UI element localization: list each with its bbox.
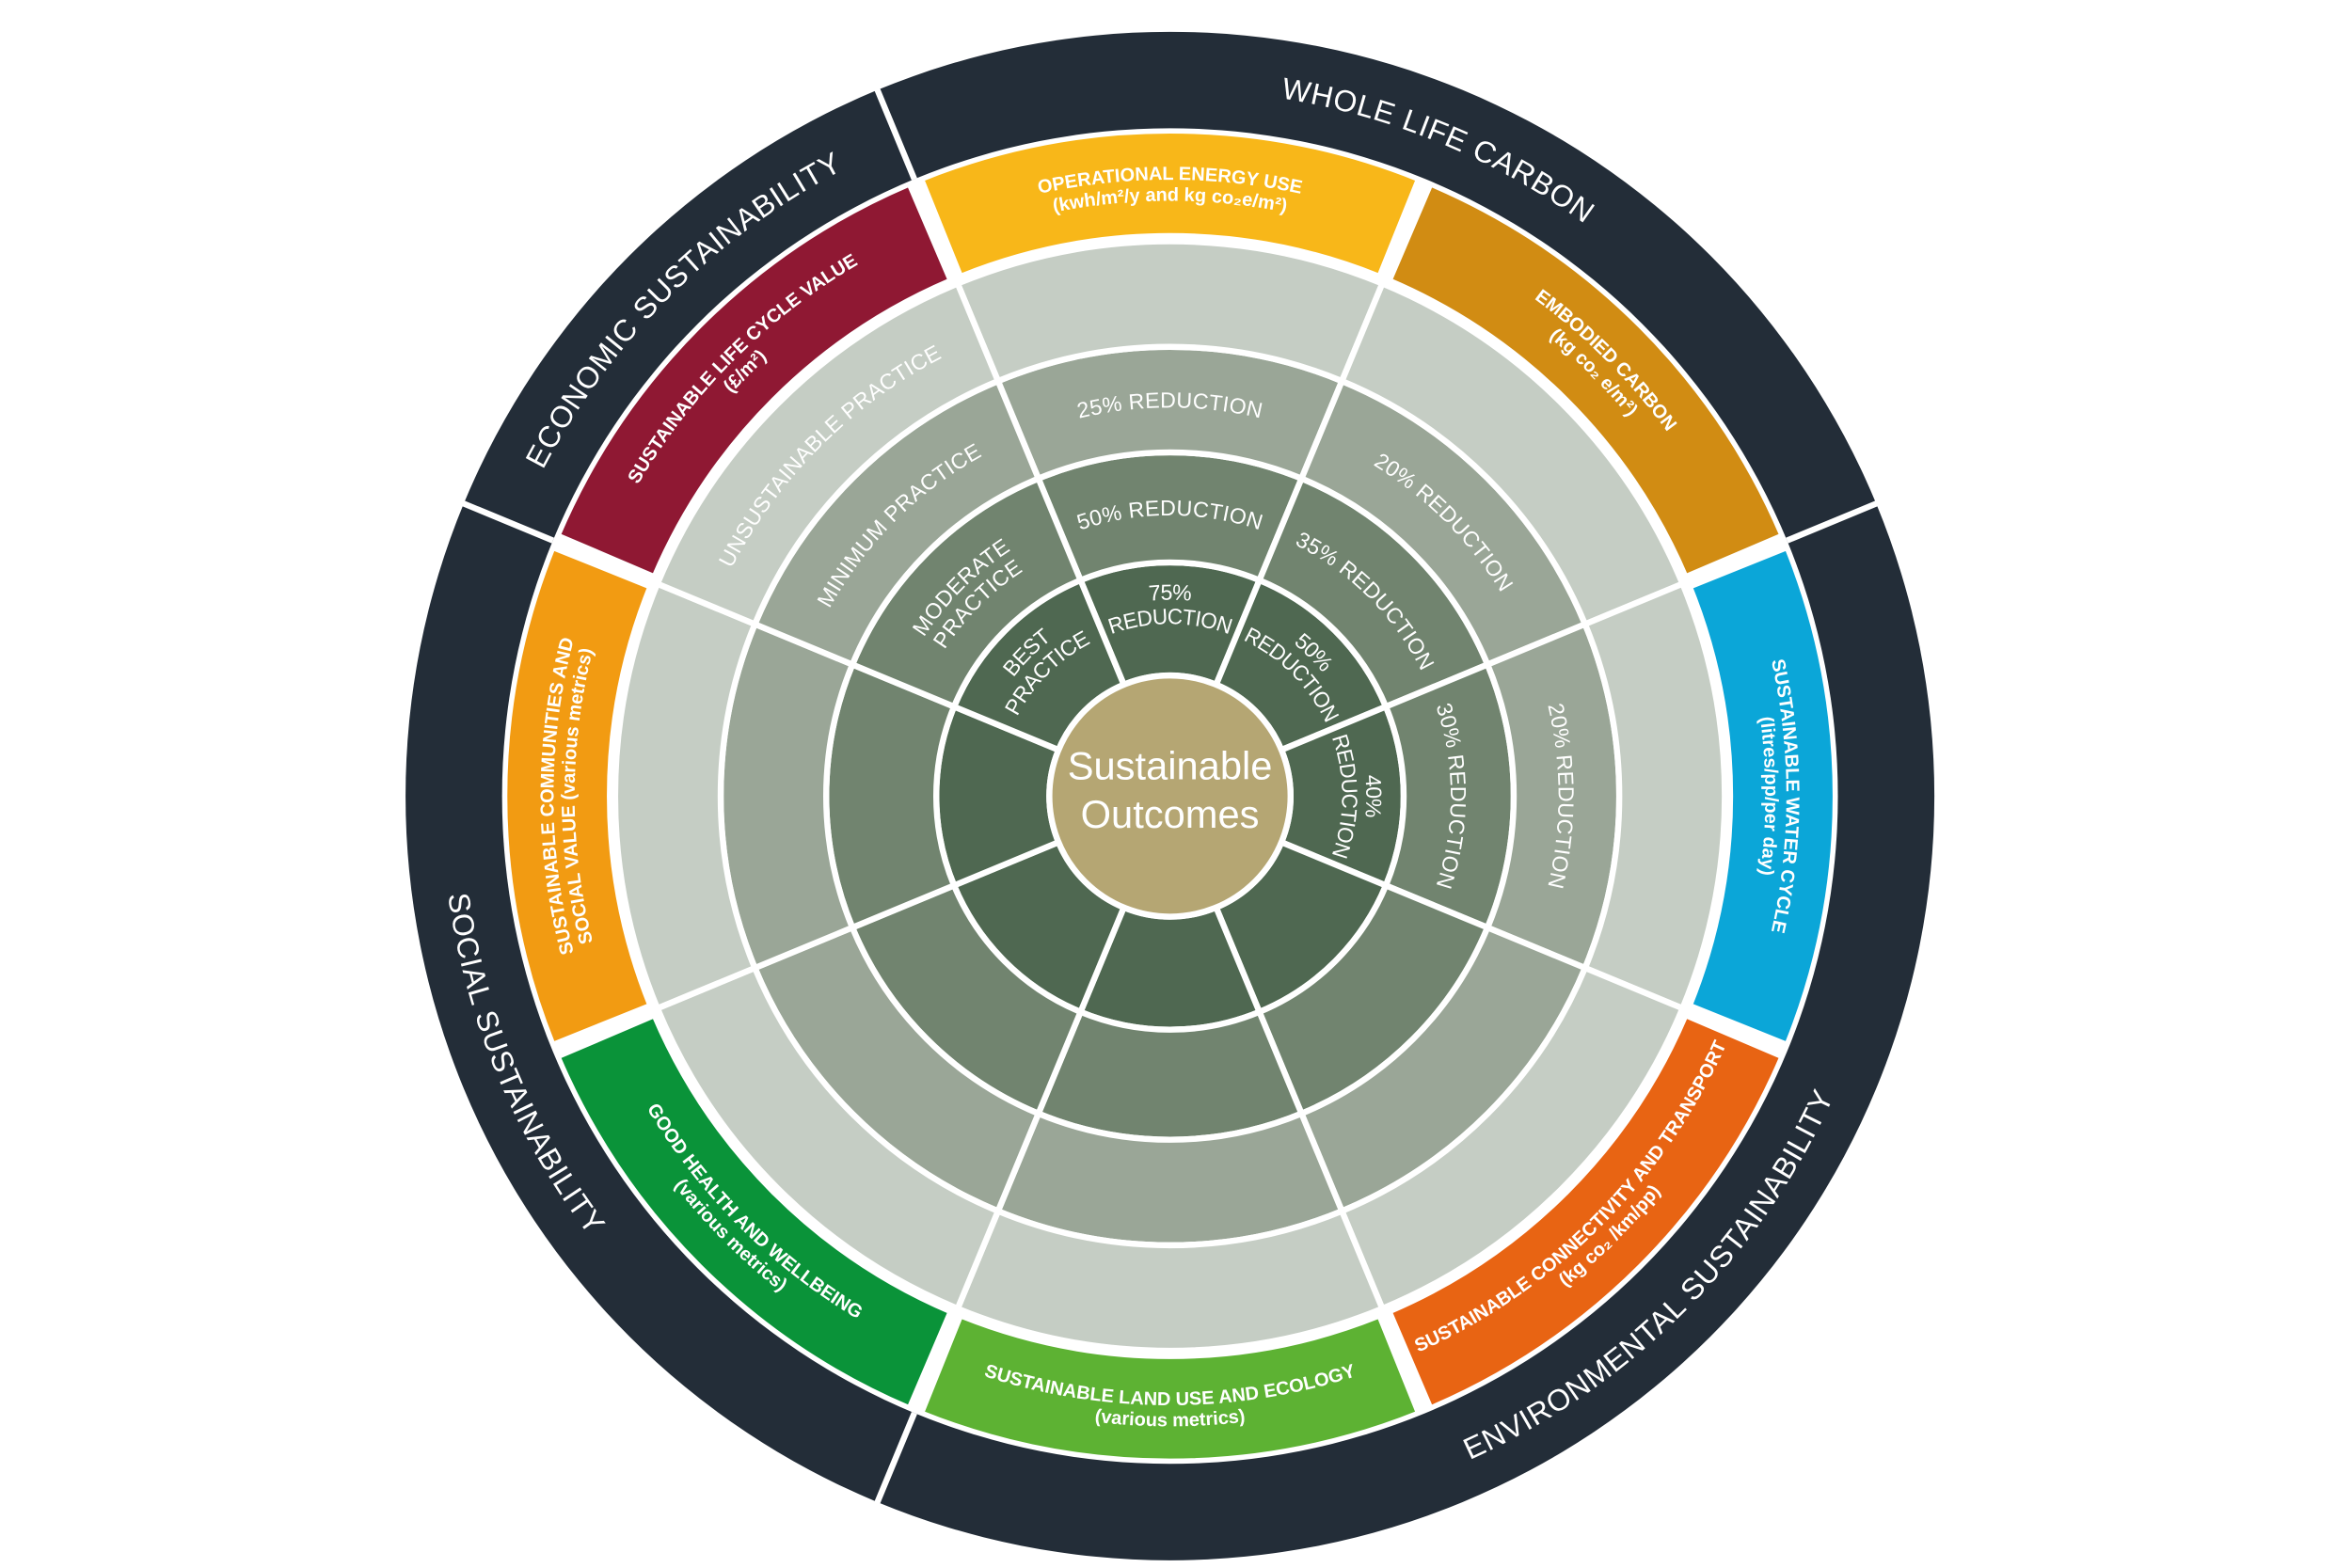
ring-label-sustainable-water-cycle-1-line-1: 40% bbox=[1360, 774, 1386, 818]
band-good-health-and-wellbeing bbox=[555, 1013, 953, 1411]
ring-label-sustainable-water-cycle-1-text: 40% bbox=[1360, 774, 1387, 818]
center-circle bbox=[1046, 672, 1294, 920]
metric-band bbox=[502, 129, 1837, 1464]
category-divider bbox=[461, 499, 554, 544]
ring-label-operational-energy-use-1-text: 75% bbox=[1148, 579, 1193, 605]
center-title-line-1: Sustainable bbox=[1068, 744, 1273, 788]
band-sustainable-life-cycle-value bbox=[555, 182, 953, 579]
category-divider bbox=[1786, 499, 1879, 544]
band-sustainable-water-cycle bbox=[1687, 545, 1837, 1048]
category-divider bbox=[874, 1411, 917, 1505]
ring-2-sustainable-communities-and-social-value bbox=[823, 660, 959, 932]
ring-4-sustainable-life-cycle-value bbox=[653, 279, 1003, 628]
ring-2-sustainable-land-use-and-ecology bbox=[1034, 1007, 1306, 1143]
center-hub: Sustainable Outcomes bbox=[1046, 672, 1294, 920]
category-divider bbox=[874, 87, 917, 181]
practice-rings bbox=[612, 238, 1728, 1354]
ring-label-operational-energy-use-1-line-1: 75% bbox=[1148, 579, 1192, 605]
center-title-line-2: Outcomes bbox=[1081, 792, 1260, 836]
